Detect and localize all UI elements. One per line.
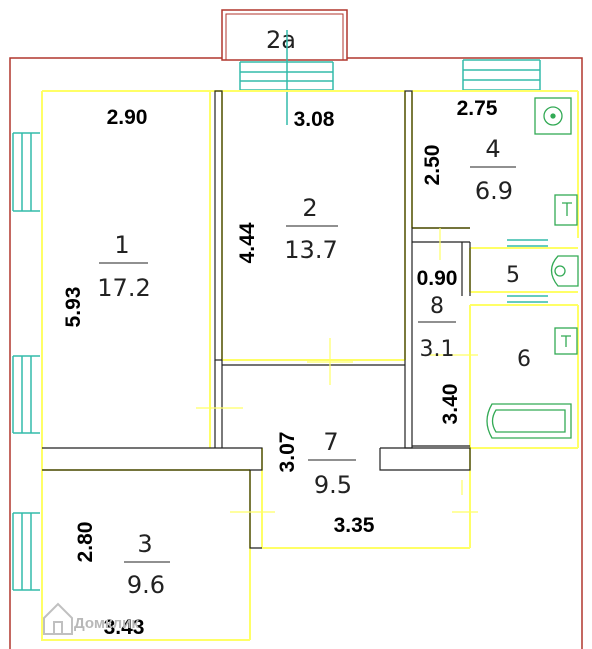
room-6-number: 6	[517, 347, 531, 372]
room-4-area: 6.9	[475, 177, 513, 205]
room-3-area: 9.6	[127, 571, 165, 599]
door-marks	[196, 228, 478, 513]
room-labels: 1 17.2 2 13.7 4 6.9 5 8 3.1 6 7 9.5 3 9.…	[97, 135, 531, 599]
room-2-area: 13.7	[284, 236, 337, 264]
dim-room2-width: 3.08	[294, 108, 335, 131]
watermark: Домклик	[43, 602, 139, 635]
outer-walls	[9, 57, 583, 649]
bathtub-icon	[486, 403, 572, 439]
dim-room3-height: 2.80	[74, 522, 97, 563]
room-8-number: 8	[430, 294, 444, 319]
dimensions: 2.90 5.93 3.08 4.44 2.75 2.50 0.90 3.40 …	[62, 97, 498, 639]
dim-room8-height: 3.40	[439, 384, 462, 425]
room-7-area: 9.5	[314, 471, 352, 499]
room-3-number: 3	[137, 530, 152, 558]
room-2-number: 2	[302, 194, 317, 222]
interior-walls	[42, 90, 471, 549]
room-1-number: 1	[114, 231, 129, 259]
room-4-number: 4	[485, 135, 500, 163]
room-8-area: 3.1	[420, 337, 455, 362]
dim-room4-height: 2.50	[421, 145, 444, 186]
dim-room3-width: 3.43	[104, 616, 145, 639]
room-7-number: 7	[323, 428, 338, 456]
dim-room5-width: 0.90	[417, 267, 458, 290]
dim-room2-height: 4.44	[236, 222, 259, 263]
dim-room7-height: 3.07	[276, 432, 299, 473]
dim-room4-width: 2.75	[457, 97, 498, 120]
fixtures	[486, 97, 579, 439]
windows	[12, 30, 548, 591]
watermark-text: Домклик	[74, 615, 139, 632]
watermark-logo-icon	[43, 602, 73, 635]
balcony-label: 2а	[266, 26, 296, 54]
dim-room7-width: 3.35	[334, 514, 375, 537]
sink-bath-icon	[554, 327, 578, 355]
room-5-number: 5	[506, 263, 520, 288]
room-1-area: 17.2	[97, 274, 150, 302]
sink-icon	[534, 97, 572, 135]
dim-room1-height: 5.93	[62, 287, 85, 328]
dim-room1-width: 2.90	[107, 106, 148, 129]
balcony: 2а	[221, 9, 348, 61]
toilet-icon	[550, 255, 579, 287]
toilet-tank-icon	[554, 194, 578, 226]
